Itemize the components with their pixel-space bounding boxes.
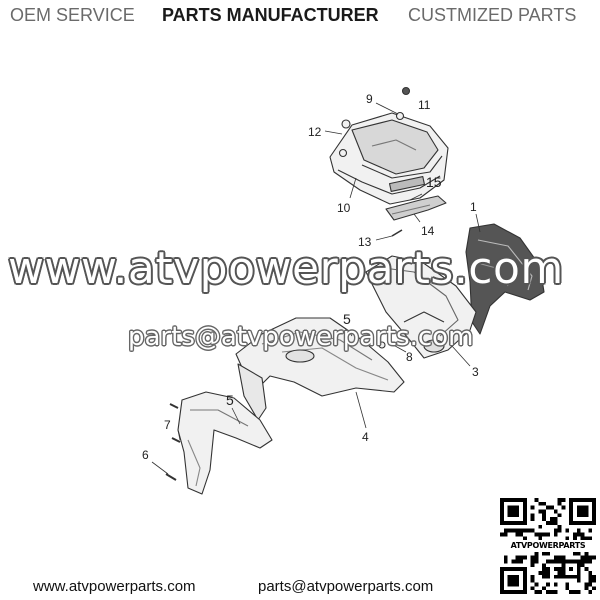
callout-12: 12 [308, 125, 322, 139]
callout-9: 9 [366, 92, 373, 106]
callout-8: 8 [406, 350, 413, 364]
part-1-right-fender [465, 223, 545, 335]
part-fastener-small [338, 148, 348, 158]
callout-14: 14 [421, 224, 435, 238]
part-12-fastener [341, 119, 351, 129]
part-9-fastener [395, 111, 405, 121]
watermark-website: www.atvpowerparts.com [8, 243, 564, 294]
header-parts-manufacturer: PARTS MANUFACTURER [162, 5, 379, 25]
part-6-screw [165, 473, 177, 481]
qr-code [500, 498, 596, 594]
callout-13: 13 [358, 235, 372, 249]
part-11-fastener [401, 86, 411, 96]
callout-5-upper: 5 [343, 311, 351, 327]
part-3-center-panel [365, 255, 477, 359]
callout-3: 3 [472, 365, 479, 379]
callout-5-lower: 5 [226, 392, 234, 408]
part-13-pin [391, 229, 403, 237]
part-hood-cover [329, 112, 449, 205]
header-customized-parts: CUSTMIZED PARTS [408, 5, 577, 25]
part-7-screw [169, 403, 179, 409]
header-banner: OEM SERVICE PARTS MANUFACTURER CUSTMIZED… [0, 2, 600, 28]
callout-4: 4 [362, 430, 369, 444]
callout-7: 7 [164, 418, 171, 432]
watermark-email: parts@atvpowerparts.com [128, 322, 474, 352]
callout-11: 11 [418, 98, 431, 112]
footer-email: parts@atvpowerparts.com [258, 578, 434, 595]
part-4-lower-panel [235, 317, 405, 397]
footer-website: www.atvpowerparts.com [33, 578, 196, 595]
callout-1: 1 [470, 200, 477, 214]
part-4-side-flap [237, 363, 267, 421]
callout-6: 6 [142, 448, 149, 462]
part-8-fastener [378, 341, 386, 349]
qr-caption: ATVPOWERPARTS [500, 540, 596, 552]
callout-10: 10 [337, 201, 351, 215]
callout-15: 15 [426, 174, 442, 190]
leader-lines [151, 102, 481, 475]
header-oem-service: OEM SERVICE [10, 5, 135, 25]
